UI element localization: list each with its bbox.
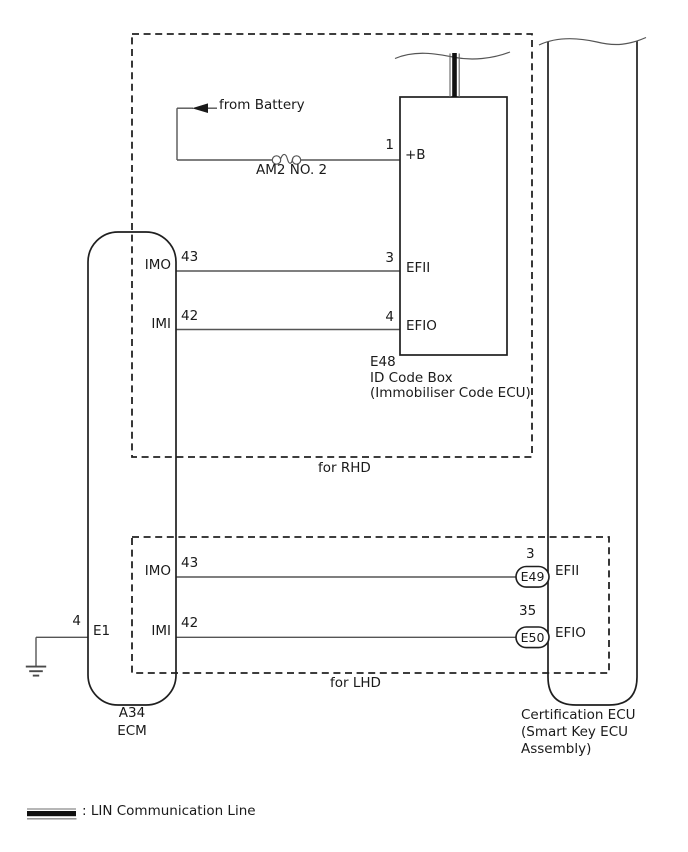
e49-connector-code: E49 <box>520 569 545 584</box>
rhd-imo-pin-number: 43 <box>181 249 199 265</box>
lhd-imo-pin-number: 43 <box>181 555 199 571</box>
lhd-imi-terminal-label: IMI <box>151 623 171 639</box>
lhd-efii-pin-number: 3 <box>526 546 535 562</box>
lin-communication-line <box>452 53 457 97</box>
certification-ecu-subname2: Assembly) <box>521 741 592 757</box>
rhd-imi-terminal-label: IMI <box>151 316 171 332</box>
id-code-box-body <box>399 96 508 356</box>
certification-ecu-body <box>547 41 638 706</box>
fuse-terminal-icon <box>291 155 302 165</box>
ground-icon <box>25 665 47 677</box>
lhd-imo-terminal-label: IMO <box>144 563 171 579</box>
rhd-efio-pin-number: 4 <box>385 309 394 325</box>
rhd-efii-terminal-label: EFII <box>406 260 431 276</box>
lhd-efio-pin-number: 35 <box>519 603 537 619</box>
lhd-efii-terminal-label: EFII <box>555 563 580 579</box>
plus-b-terminal-label: +B <box>405 147 426 163</box>
battery-arrow-icon <box>192 103 208 113</box>
legend-lin-label: : LIN Communication Line <box>82 803 256 819</box>
certification-ecu-torn-edge <box>538 36 647 46</box>
ecm-name: ECM <box>117 723 147 739</box>
id-code-box-code: E48 <box>370 354 396 370</box>
fuse-label: AM2 NO. 2 <box>256 162 328 178</box>
lhd-section-boundary <box>131 536 610 674</box>
e50-connector-code: E50 <box>520 629 545 645</box>
certification-ecu-subname1: (Smart Key ECU <box>521 724 628 740</box>
rhd-section-boundary <box>131 33 533 458</box>
lhd-caption: for LHD <box>330 675 381 691</box>
rhd-caption: for RHD <box>318 460 371 476</box>
lhd-efio-terminal-label: EFIO <box>555 625 586 641</box>
certification-ecu-name: Certification ECU <box>521 707 636 723</box>
e1-pin-number: 4 <box>72 613 81 629</box>
fuse-element-icon <box>280 153 294 164</box>
ecm-body <box>87 231 177 706</box>
rhd-efio-terminal-label: EFIO <box>406 318 437 334</box>
legend-lin-symbol <box>27 811 76 817</box>
rhd-imo-terminal-label: IMO <box>144 257 171 273</box>
e1-terminal-label: E1 <box>93 623 111 639</box>
plus-b-pin-number: 1 <box>385 137 394 153</box>
rhd-efii-pin-number: 3 <box>385 250 394 266</box>
lhd-imi-pin-number: 42 <box>181 615 199 631</box>
fuse-terminal-icon <box>271 155 282 165</box>
rhd-imi-pin-number: 42 <box>181 308 199 324</box>
from-battery-label: from Battery <box>219 97 305 113</box>
id-code-box-name: ID Code Box <box>370 370 453 386</box>
ecm-code: A34 <box>118 705 146 721</box>
e50-connector-oval <box>515 626 550 649</box>
e49-connector-oval <box>515 565 550 588</box>
id-code-box-subname: (Immobiliser Code ECU) <box>370 385 531 401</box>
